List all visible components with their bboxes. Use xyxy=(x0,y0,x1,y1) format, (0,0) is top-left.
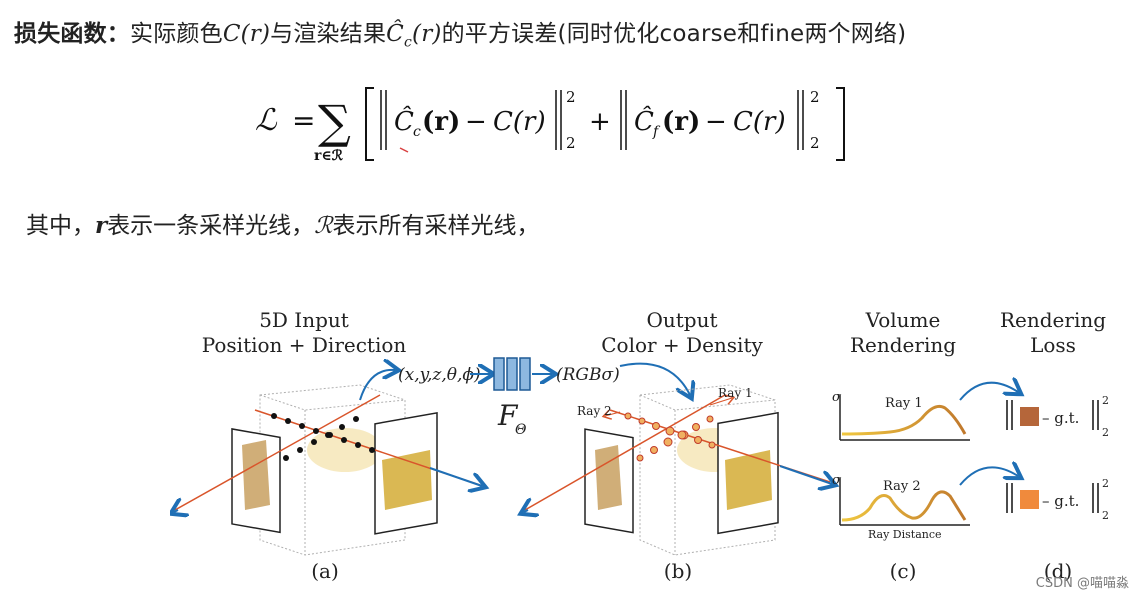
panel-b-scene xyxy=(524,384,832,556)
svg-text:2: 2 xyxy=(810,134,820,152)
heading-text-3: 的平方误差(同时优化coarse和fine两个网络) xyxy=(441,21,907,47)
panel-c-title-2: Rendering xyxy=(850,333,956,357)
formula-equals: = xyxy=(292,104,315,137)
svg-text:(r): (r) xyxy=(662,107,700,137)
svg-text:– g.t.: – g.t. xyxy=(1042,492,1079,510)
plot-1-title: Ray 1 xyxy=(885,396,923,411)
panel-d-loss-2: – g.t. 2 2 xyxy=(1006,477,1109,522)
panel-a-title-1: 5D Input xyxy=(259,308,349,332)
input-tuple: (x,y,z,θ,ϕ) xyxy=(398,365,481,385)
ray-distance-label: Ray Distance xyxy=(868,528,942,541)
svg-text:−: − xyxy=(465,107,487,137)
note-R-symbol: ℛ xyxy=(314,213,333,239)
nerf-pipeline-figure: 5D Input Position + Direction Output Col… xyxy=(170,308,1109,583)
svg-text:f: f xyxy=(652,124,661,140)
svg-text:c: c xyxy=(413,124,421,140)
formula-lhs: ℒ xyxy=(255,103,278,138)
plot-1-sigma: σ xyxy=(832,390,842,405)
csdn-watermark: CSDN @喵喵淼 xyxy=(1035,576,1129,591)
network-icon xyxy=(493,357,531,391)
formula-left-bracket xyxy=(365,87,374,161)
formula-sum-sub: r∈ℛ xyxy=(314,148,344,164)
panel-d-label: (d) xyxy=(1044,559,1072,583)
svg-text:(r): (r) xyxy=(422,107,460,137)
formula-sum: ∑ xyxy=(318,95,351,149)
note-r-symbol: r xyxy=(95,212,108,239)
heading: 损失函数：实际颜色C(r)与渲染结果Ĉc(r)的平方误差(同时优化coarse和… xyxy=(14,14,906,51)
plot-1-curve xyxy=(841,404,967,436)
formula-chat-f: Ĉ xyxy=(634,105,654,137)
svg-text:2: 2 xyxy=(566,88,576,106)
heading-math-actual: C(r) xyxy=(222,21,271,47)
svg-text:2: 2 xyxy=(1102,394,1109,407)
svg-text:2: 2 xyxy=(1102,426,1109,439)
svg-text:2: 2 xyxy=(1102,509,1109,522)
panel-a-scene xyxy=(174,370,482,556)
panel-c-label: (c) xyxy=(890,559,917,583)
loss-2-color-square xyxy=(1020,490,1039,509)
formula-right-bracket xyxy=(836,87,845,161)
svg-text:2: 2 xyxy=(566,134,576,152)
heading-label: 损失函数： xyxy=(14,21,130,47)
panel-a-title-2: Position + Direction xyxy=(202,333,407,357)
panel-d-loss-1: – g.t. 2 2 xyxy=(1006,394,1109,439)
heading-text-1: 实际颜色 xyxy=(130,21,223,47)
panel-a-label: (a) xyxy=(311,559,339,583)
plot-2-title: Ray 2 xyxy=(883,479,921,494)
svg-text:2: 2 xyxy=(1102,477,1109,490)
panel-b-label: (b) xyxy=(664,559,692,583)
panel-d-title-2: Loss xyxy=(1030,333,1076,357)
formula-actual-1: C(r) xyxy=(493,107,546,137)
ray-1-label: Ray 1 xyxy=(718,386,753,400)
svg-text:– g.t.: – g.t. xyxy=(1042,409,1079,427)
plot-2-sigma: σ xyxy=(832,473,842,488)
loss-formula: ℒ = ∑ r∈ℛ Ĉ c (r) − C(r) 2 2 + Ĉ f (r) −… xyxy=(255,87,845,164)
formula-actual-2: C(r) xyxy=(733,107,786,137)
loss-1-color-square xyxy=(1020,407,1039,426)
plot-2-curve xyxy=(841,490,967,522)
panel-c-plots: σ Ray 1 σ Ray 2 Ray Distance xyxy=(832,390,970,541)
svg-text:+: + xyxy=(589,107,611,137)
heading-text-2: 与渲染结果 xyxy=(270,21,387,47)
ray-2-label: Ray 2 xyxy=(577,404,612,418)
panel-d-title-1: Rendering xyxy=(1000,308,1106,332)
heading-math-render: Ĉc(r) xyxy=(386,21,442,51)
network-label: F xyxy=(497,399,519,432)
svg-text:−: − xyxy=(705,107,727,137)
svg-text:2: 2 xyxy=(810,88,820,106)
panel-c-title-1: Volume xyxy=(865,308,941,332)
network-sub: Θ xyxy=(515,422,527,438)
panel-b-title-1: Output xyxy=(646,308,717,332)
note-line: 其中，r表示一条采样光线，ℛ表示所有采样光线， xyxy=(26,212,540,239)
formula-chat-c: Ĉ xyxy=(394,105,414,137)
panel-b-title-2: Color + Density xyxy=(601,333,763,357)
output-tuple: (RGBσ) xyxy=(556,365,620,385)
